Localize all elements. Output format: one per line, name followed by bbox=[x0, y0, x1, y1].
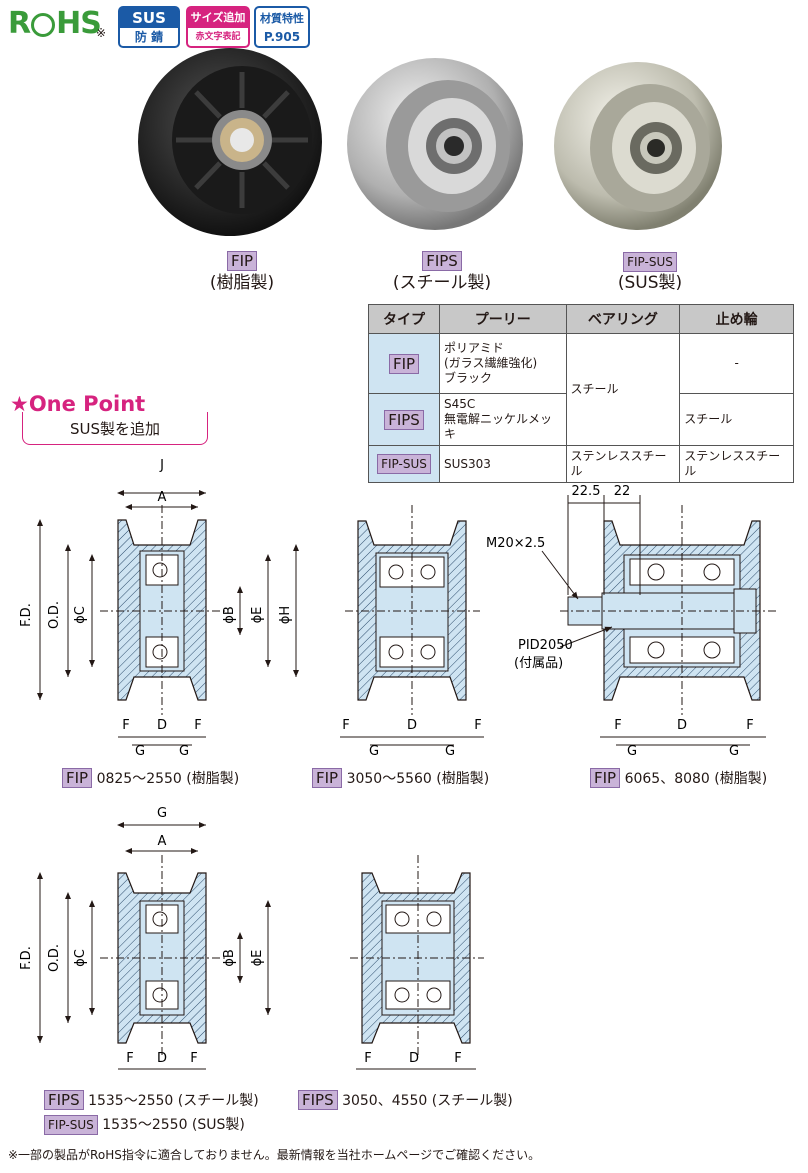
dimension-drawings: J A F.D. O.D. ϕC ϕB ϕE ϕH F D F G G F D … bbox=[19, 458, 776, 1070]
header-bearing: ベアリング bbox=[565, 304, 681, 334]
caption-fips-1535-2550: FIPS 1535～2550 (スチール製) bbox=[44, 1090, 259, 1110]
dim-d: D bbox=[677, 718, 687, 733]
dim-od: O.D. bbox=[47, 944, 62, 972]
dim-c: ϕC bbox=[73, 949, 88, 967]
table-row: FIP ポリアミド (ガラス繊維強化) ブラック スチール - bbox=[368, 333, 794, 446]
dim-d: D bbox=[409, 1051, 419, 1066]
dim-f: F bbox=[122, 718, 129, 733]
caption-fip-0825-2550: FIP 0825～2550 (樹脂製) bbox=[62, 768, 239, 788]
dim-g: G bbox=[135, 744, 145, 759]
type-tag: FIP bbox=[226, 251, 258, 271]
dim-22-5: 22.5 bbox=[572, 484, 601, 499]
dim-od: O.D. bbox=[47, 601, 62, 629]
dim-e: ϕE bbox=[250, 607, 265, 624]
dim-g: G bbox=[179, 744, 189, 759]
dim-d: D bbox=[157, 718, 167, 733]
caption-fip-sus-1535-2550: FIP-SUS 1535～2550 (SUS製) bbox=[44, 1114, 245, 1135]
dim-f: F bbox=[746, 718, 753, 733]
dim-g: G bbox=[157, 806, 167, 821]
type-cell: FIP bbox=[368, 333, 440, 394]
header-retaining-ring: 止め輪 bbox=[679, 304, 794, 334]
type-tag: FIP-SUS bbox=[623, 252, 677, 272]
rohs-footnote: ※一部の製品がRoHS指令に適合しておりません。最新情報を当社ホームページでご確… bbox=[8, 1148, 541, 1162]
caption-fip-3050-5560: FIP 3050～5560 (樹脂製) bbox=[312, 768, 489, 788]
drawing-fip-3050-5560: F D F G G bbox=[340, 505, 484, 759]
drawing-fip-0825-2550: J A F.D. O.D. ϕC ϕB ϕE ϕH F D F G G bbox=[19, 458, 299, 759]
dim-h: ϕH bbox=[278, 606, 293, 624]
dim-f: F bbox=[614, 718, 621, 733]
product-label-fip-sus: FIP-SUS (SUS製) bbox=[598, 250, 702, 294]
table-row: FIP-SUS SUS303 ステンレススチール ステンレススチール bbox=[368, 445, 794, 483]
dim-e: ϕE bbox=[250, 950, 265, 967]
drawing-fips-1535-2550: G A F.D. O.D. ϕC ϕB ϕE F D F bbox=[19, 806, 271, 1070]
type-tag: FIPS bbox=[422, 251, 462, 271]
ring-cell: - bbox=[679, 333, 794, 394]
pid-note: (付属品) bbox=[514, 656, 563, 671]
dim-b: ϕB bbox=[222, 949, 237, 967]
bearing-cell: ステンレススチール bbox=[565, 445, 681, 483]
pulley-cell: S45C 無電解ニッケルメッキ bbox=[439, 393, 567, 446]
one-point-callout: ★One Point SUS製を追加 bbox=[10, 392, 208, 445]
bearing-cell: スチール bbox=[565, 333, 681, 446]
dim-f: F bbox=[126, 1051, 133, 1066]
dim-d: D bbox=[157, 1051, 167, 1066]
dim-g: G bbox=[445, 744, 455, 759]
dim-a: A bbox=[158, 834, 167, 849]
caption-fip-6065-8080: FIP 6065、8080 (樹脂製) bbox=[590, 768, 767, 788]
dim-f: F bbox=[364, 1051, 371, 1066]
type-cell: FIP-SUS bbox=[368, 445, 440, 483]
pid-part: PID2050 bbox=[518, 638, 573, 653]
fip-resin-pulley-photo bbox=[138, 48, 322, 236]
dim-fd: F.D. bbox=[19, 946, 34, 970]
dim-fd: F.D. bbox=[19, 603, 34, 627]
thread-spec: M20×2.5 bbox=[486, 536, 545, 551]
dim-f: F bbox=[342, 718, 349, 733]
fips-steel-pulley-photo bbox=[347, 58, 523, 230]
dim-c: ϕC bbox=[73, 606, 88, 624]
header-pulley: プーリー bbox=[439, 304, 567, 334]
dim-d: D bbox=[407, 718, 417, 733]
table-header-row: タイプ プーリー ベアリング 止め輪 bbox=[368, 304, 794, 334]
dim-g: G bbox=[729, 744, 739, 759]
dim-j: J bbox=[159, 458, 164, 473]
ring-cell: スチール bbox=[679, 393, 794, 446]
dim-f: F bbox=[194, 718, 201, 733]
dim-f: F bbox=[454, 1051, 461, 1066]
dim-a: A bbox=[158, 490, 167, 505]
material-spec-table: タイプ プーリー ベアリング 止め輪 FIP ポリアミド (ガラス繊維強化) ブ… bbox=[368, 304, 794, 483]
type-cell: FIPS bbox=[368, 393, 440, 446]
dim-g: G bbox=[627, 744, 637, 759]
ring-cell: ステンレススチール bbox=[679, 445, 794, 483]
product-label-fip: FIP (樹脂製) bbox=[209, 251, 275, 293]
pulley-cell: ポリアミド (ガラス繊維強化) ブラック bbox=[439, 333, 567, 394]
header-type: タイプ bbox=[368, 304, 440, 334]
size-added-badge: サイズ追加 赤文字表記 bbox=[186, 6, 250, 48]
rohs-note-mark: ※ bbox=[96, 26, 107, 40]
caption-fips-3050-4550: FIPS 3050、4550 (スチール製) bbox=[298, 1090, 513, 1110]
fip-sus-pulley-photo bbox=[554, 62, 722, 230]
pulley-cell: SUS303 bbox=[439, 445, 567, 483]
dim-g: G bbox=[369, 744, 379, 759]
dim-22: 22 bbox=[614, 484, 631, 499]
dim-f: F bbox=[190, 1051, 197, 1066]
drawing-fips-3050-4550: F D F bbox=[350, 855, 484, 1070]
dim-f: F bbox=[474, 718, 481, 733]
dim-b: ϕB bbox=[222, 606, 237, 624]
material-property-badge: 材質特性 P.905 bbox=[254, 6, 310, 48]
rohs-circle-icon bbox=[31, 13, 56, 37]
drawing-fip-6065-8080: 22.5 22 M20×2.5 PID2050 (付属品) F D F G G bbox=[486, 484, 776, 759]
sus-rustproof-badge: SUS 防 錆 bbox=[118, 6, 180, 48]
product-label-fips: FIPS (スチール製) bbox=[392, 251, 492, 293]
